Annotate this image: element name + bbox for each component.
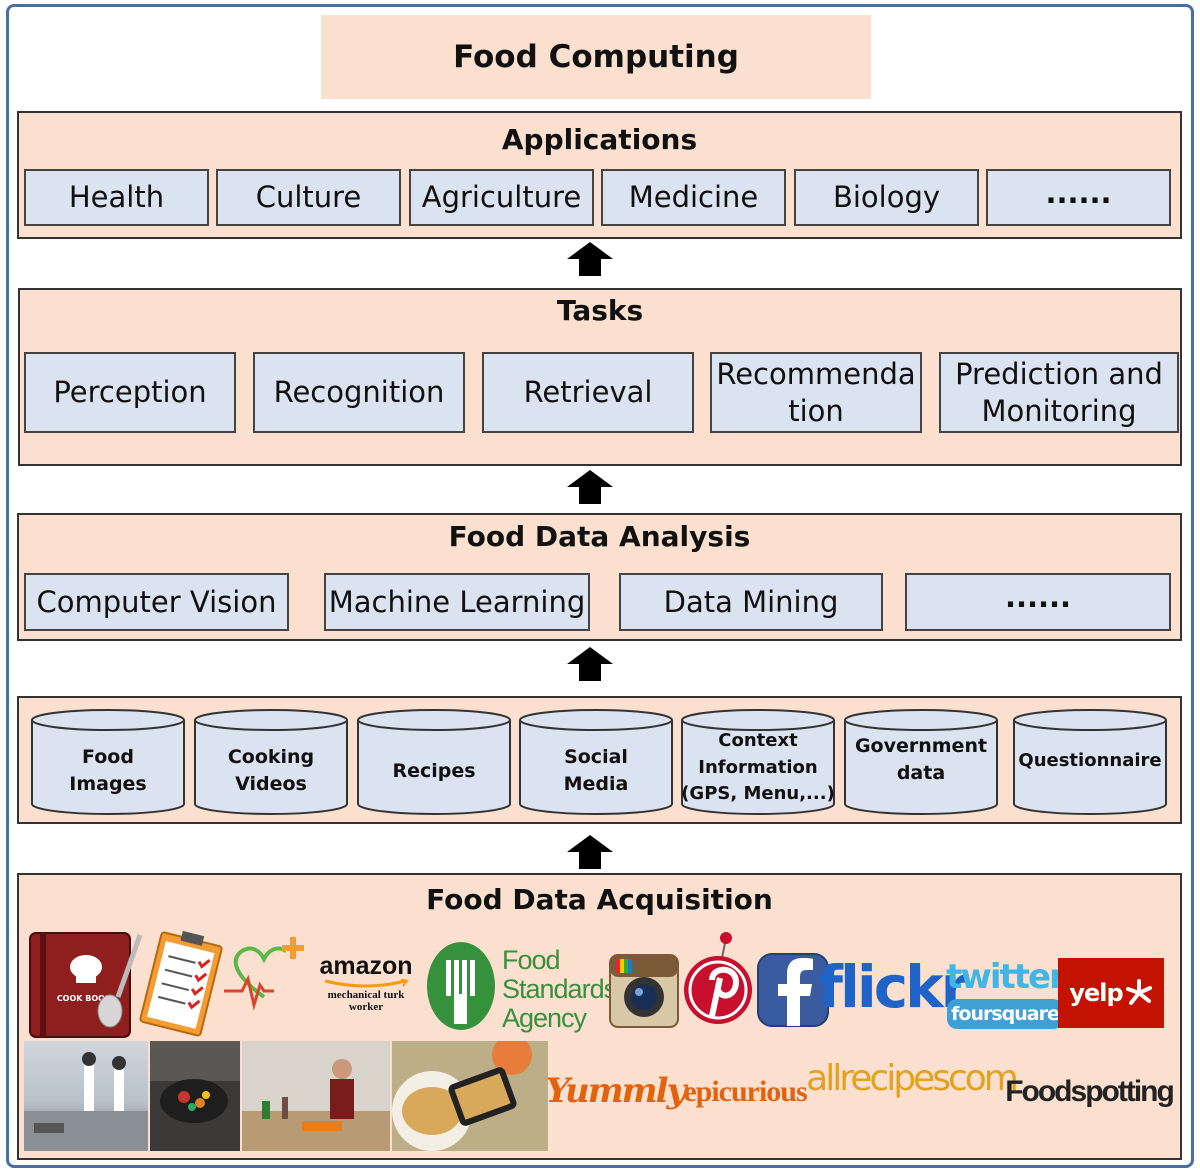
up-arrow-icon xyxy=(567,470,613,504)
source-label-line: (GPS, Menu,...) xyxy=(681,783,835,805)
yelp-logo: yelp xyxy=(1058,958,1164,1028)
up-arrow-icon xyxy=(567,835,613,869)
source-label-line: Information xyxy=(698,756,818,778)
amazon-smile-icon xyxy=(324,979,409,988)
source-label-line: Context xyxy=(718,730,798,752)
source-questionnaire: Questionnaire xyxy=(1012,706,1168,816)
source-label-line: Images xyxy=(69,773,147,795)
app-agriculture: Agriculture xyxy=(409,169,594,226)
task-prediction-monitoring: Prediction and Monitoring xyxy=(939,352,1179,433)
fsa-line3: Agency xyxy=(502,1002,587,1033)
task-recommendation-line1: Recommenda xyxy=(716,357,916,392)
allrecipes-logo: allrecipes com xyxy=(806,1034,1019,1122)
app-more: ...... xyxy=(986,169,1171,226)
source-label-line: Media xyxy=(563,773,629,795)
epicurious-logo: epicurious xyxy=(678,1064,812,1120)
diagram-title: Food Computing xyxy=(321,15,871,99)
phone-food-photo xyxy=(392,1041,548,1151)
flickr-wordmark: flickr xyxy=(817,953,970,1021)
up-arrow-icon xyxy=(567,242,613,276)
task-perception-label: Perception xyxy=(53,375,207,410)
task-recognition-label: Recognition xyxy=(273,375,445,410)
source-label-line: data xyxy=(896,762,946,784)
fsa-line2: Standards xyxy=(502,973,617,1004)
yummly-logo: Yummly xyxy=(546,1058,687,1124)
chef-cooking-photo xyxy=(242,1041,390,1151)
allrecipes-wordmark: allrecipes xyxy=(806,1057,951,1099)
foodspotting-wordmark: Foodspotting xyxy=(1005,1075,1175,1108)
yelp-wordmark: yelp xyxy=(1069,979,1123,1007)
task-recognition: Recognition xyxy=(253,352,465,433)
app-medicine: Medicine xyxy=(601,169,786,226)
heart-pulse-icon xyxy=(224,935,304,1015)
pinterest-icon xyxy=(682,928,754,1028)
analysis-title: Food Data Analysis xyxy=(448,520,751,553)
source-government-data: Government data xyxy=(843,706,999,816)
source-label-line: Videos xyxy=(235,773,307,795)
analysis-machine-learning: Machine Learning xyxy=(324,573,590,631)
analysis-more: ...... xyxy=(905,573,1171,631)
analysis-data-mining: Data Mining xyxy=(619,573,883,631)
up-arrow-icon xyxy=(567,647,613,681)
kitchen-robot-photo xyxy=(24,1041,148,1151)
amazon-wordmark: amazon xyxy=(319,952,413,980)
task-recommendation-line2: tion xyxy=(788,393,844,428)
task-retrieval: Retrieval xyxy=(482,352,694,433)
tasks-title: Tasks xyxy=(556,294,644,327)
app-culture: Culture xyxy=(216,169,401,226)
foodspotting-logo: Foodspotting xyxy=(1005,1062,1175,1122)
amazon-mturk-logo: amazon mechanical turk worker xyxy=(304,950,428,1016)
task-prediction-line2: Monitoring xyxy=(981,393,1137,428)
twitter-foursquare-logo: twitter foursquare xyxy=(946,946,1066,1038)
task-retrieval-label: Retrieval xyxy=(523,375,653,410)
foursquare-wordmark: foursquare xyxy=(947,999,1063,1029)
mturk-text: mechanical turk xyxy=(327,989,405,1001)
analysis-computer-vision: Computer Vision xyxy=(24,573,289,631)
source-label-line: Government xyxy=(854,735,988,758)
source-label-line: Food xyxy=(82,746,134,769)
allrecipes-com: com xyxy=(947,1057,1019,1099)
flickr-logo: flickr xyxy=(818,948,970,1026)
instagram-icon xyxy=(608,953,680,1029)
mturk-worker-text: worker xyxy=(348,1001,384,1013)
fsa-text-logo: Food Standards Agency xyxy=(502,944,617,1034)
source-label-line: Social xyxy=(564,746,628,769)
facebook-icon xyxy=(756,952,830,1028)
task-perception: Perception xyxy=(24,352,236,433)
cookbook-icon: COOK BOOK xyxy=(24,925,150,1043)
applications-title: Applications xyxy=(501,123,698,156)
yummly-wordmark: Yummly xyxy=(545,1071,687,1111)
source-label-line: Recipes xyxy=(392,759,476,782)
task-recommendation: Recommenda tion xyxy=(710,352,922,433)
yelp-burst-icon xyxy=(1125,979,1152,1005)
acquisition-title: Food Data Acquisition xyxy=(426,883,773,916)
cooking-pan-photo xyxy=(150,1041,240,1151)
twitter-wordmark: twitter xyxy=(946,957,1066,997)
app-biology: Biology xyxy=(794,169,979,226)
svg-text:COOK BOOK: COOK BOOK xyxy=(57,994,112,1003)
checklist-icon xyxy=(136,928,226,1040)
source-label-line: Cooking xyxy=(227,746,315,769)
app-health: Health xyxy=(24,169,209,226)
epicurious-wordmark: epicurious xyxy=(683,1075,807,1108)
source-recipes: Recipes xyxy=(356,706,512,816)
task-prediction-line1: Prediction and xyxy=(955,357,1163,392)
fsa-line1: Food xyxy=(502,944,561,975)
fsa-fork-icon xyxy=(424,940,498,1032)
source-label-line: Questionnaire xyxy=(1018,750,1162,772)
